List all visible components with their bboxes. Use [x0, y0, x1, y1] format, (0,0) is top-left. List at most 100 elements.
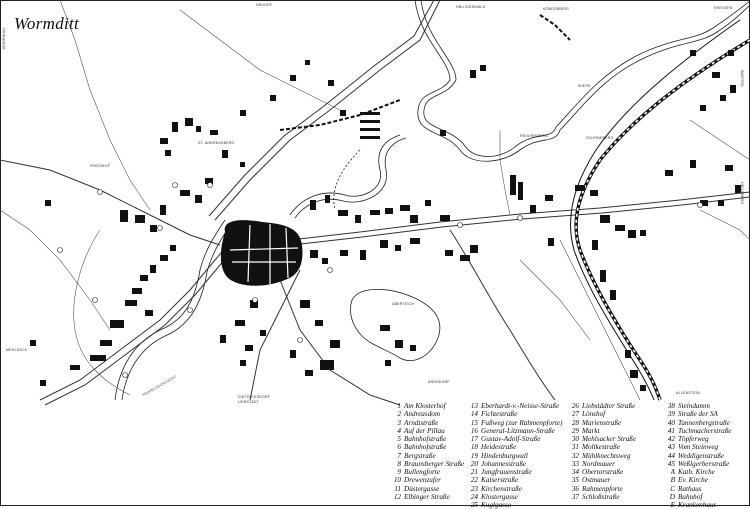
label-kressen: KRESSEN: [714, 6, 733, 10]
label-liebstadt: LIEBSTADT: [238, 400, 260, 404]
legend-number: 6: [397, 443, 401, 452]
building: [140, 275, 148, 281]
legend-number: 16: [470, 426, 478, 435]
legend-number: 3: [397, 418, 401, 427]
legend-number: 41: [667, 426, 675, 435]
road-marker: [207, 182, 213, 188]
legend-number: 2: [397, 410, 401, 419]
building: [395, 340, 403, 348]
label-heiligenwald: HEILIGENWALD: [456, 5, 486, 9]
building: [310, 250, 318, 258]
label-wagten: WAGTEN: [740, 70, 744, 87]
aberteich-pond: [350, 289, 441, 362]
roads: [0, 0, 750, 406]
legend-number: 22: [470, 476, 478, 485]
building: [470, 245, 478, 253]
road-marker: [92, 297, 98, 303]
road-markers: [57, 182, 703, 378]
legend-text: Nordmauer: [582, 459, 615, 468]
building: [240, 110, 246, 116]
building: [222, 150, 228, 158]
legend-number: D: [669, 492, 675, 501]
legend-number: B: [670, 476, 675, 485]
building: [410, 238, 420, 244]
building: [315, 320, 323, 326]
legend-number: 7: [397, 451, 401, 460]
legend-number: 1: [397, 402, 401, 410]
legend-text: Bahnhofstraße: [404, 435, 447, 443]
building: [110, 320, 124, 328]
label-arnsdorf: ARNSDORF: [428, 380, 450, 384]
building: [305, 370, 313, 376]
legend-number: 13: [470, 402, 478, 410]
legend-text: Mehlsacker Straße: [582, 435, 637, 443]
legend-text: Rahmenpforte: [582, 484, 623, 493]
building: [400, 205, 410, 211]
building: [235, 320, 245, 326]
building: [592, 240, 598, 250]
legend-text: Mühlknechtsweg: [582, 451, 631, 460]
building: [600, 270, 606, 282]
legend-text: Liebstädter Straße: [582, 402, 636, 410]
label-allenstein: ALLENSTEIN: [676, 391, 700, 395]
old-town: [220, 220, 303, 286]
building: [240, 162, 245, 167]
legend-number: 42: [667, 435, 675, 443]
building: [160, 205, 166, 215]
old-town-streets: [229, 224, 299, 284]
building: [205, 178, 213, 184]
legend-number: 8: [397, 459, 401, 468]
legend-text: Steindamm: [678, 402, 710, 410]
building: [145, 310, 153, 316]
building: [210, 130, 218, 135]
building: [305, 60, 310, 65]
legend-text: Auf der Pillau: [404, 426, 445, 435]
legend-number: 32: [571, 451, 579, 460]
legend-text: Bahnhof: [678, 492, 703, 501]
legend-text: Eberhardt-v.-Neisse-Straße: [481, 402, 560, 410]
road-marker: [252, 297, 258, 303]
building: [690, 50, 696, 56]
legend-number: 14: [470, 410, 478, 419]
legend-text: Tannenbergstraße: [678, 418, 730, 427]
label-heilsberg: HEILSBERG: [740, 182, 744, 205]
building: [370, 210, 380, 215]
legend-number: E: [670, 501, 675, 509]
building: [360, 136, 380, 139]
building: [160, 138, 168, 144]
legend-text: Hindenburgwall: [481, 451, 528, 460]
building: [410, 215, 418, 223]
road-marker: [187, 307, 193, 313]
railway: [570, 19, 750, 401]
building: [615, 225, 625, 231]
building: [575, 185, 585, 191]
label-aberteich: ABERTEICH: [392, 302, 415, 306]
building: [590, 190, 598, 196]
building: [640, 385, 646, 391]
legend-number: C: [670, 484, 675, 493]
building: [640, 230, 646, 236]
building: [150, 225, 157, 232]
building: [360, 128, 380, 131]
building: [160, 255, 168, 261]
building: [700, 200, 708, 206]
legend-number: 43: [667, 443, 675, 452]
legend-text: Weßlgerberstraße: [678, 459, 730, 468]
building: [180, 190, 190, 196]
legend-number: 23: [470, 484, 478, 493]
building: [530, 205, 536, 213]
legend-text: Straße der SA: [678, 410, 718, 419]
legend-number: 12: [393, 492, 401, 501]
legend-text: General-Litzmann-Straße: [481, 426, 555, 435]
